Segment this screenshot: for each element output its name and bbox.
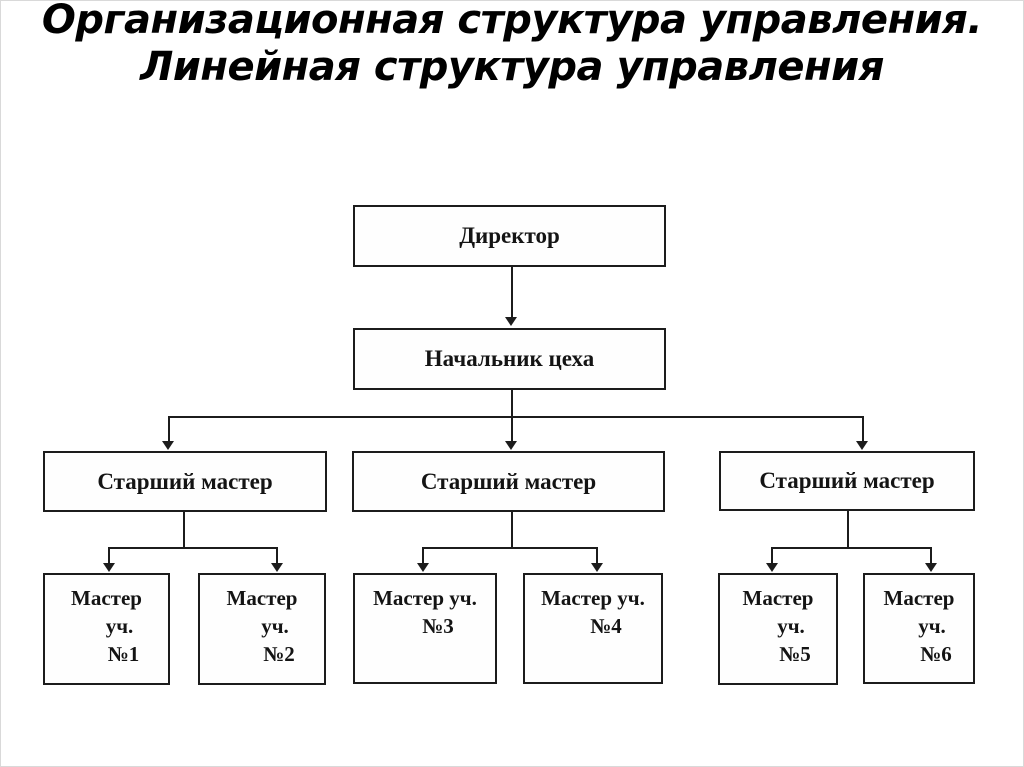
node-master-6: Мастер уч. №6 — [863, 573, 975, 684]
node-master-3-line-1: Мастер уч. — [373, 586, 477, 610]
node-master-1-line-1: Мастер — [71, 586, 142, 610]
node-senior-master-3-label: Старший мастер — [759, 468, 935, 493]
node-senior-master-1: Старший мастер — [43, 451, 327, 512]
edge-to-senior-master-3-line — [862, 416, 864, 441]
node-master-6-line-1: Мастер — [883, 586, 955, 610]
edge-shophead-branch-line — [168, 416, 864, 418]
node-director-label: Директор — [459, 223, 560, 248]
edge-sm3-stem-line — [847, 511, 849, 549]
node-master-1: Мастер уч. №1 — [43, 573, 170, 685]
edge-sm2-branch-line — [422, 547, 598, 549]
node-master-3-line-2: №3 — [422, 614, 454, 638]
node-master-5: Мастер уч. №5 — [718, 573, 838, 685]
edge-to-master-6-arrow-icon — [925, 563, 937, 572]
edge-sm1-stem-line — [183, 511, 185, 549]
node-senior-master-2: Старший мастер — [352, 451, 665, 512]
node-master-5-line-1: Мастер — [742, 586, 814, 610]
node-master-4-line-2: №4 — [590, 614, 622, 638]
edge-to-master-4-line — [596, 547, 598, 564]
node-master-1-line-3: №1 — [107, 642, 140, 666]
node-master-2: Мастер уч. №2 — [198, 573, 326, 685]
edge-to-master-5-arrow-icon — [766, 563, 778, 572]
node-shop-head: Начальник цеха — [353, 328, 666, 390]
edge-to-master-2-line — [276, 547, 278, 564]
node-master-3: Мастер уч. №3 — [353, 573, 497, 684]
edge-sm2-stem-line — [511, 512, 513, 549]
edge-to-senior-master-1-line — [168, 416, 170, 441]
slide-title-line-1: Организационная структура управления. — [41, 0, 983, 43]
edge-to-master-1-line — [108, 547, 110, 564]
node-director: Директор — [353, 205, 666, 267]
node-master-6-line-3: №6 — [920, 642, 952, 666]
node-master-6-line-2: уч. — [918, 614, 946, 638]
node-senior-master-2-label: Старший мастер — [420, 468, 597, 494]
node-master-4: Мастер уч. №4 — [523, 573, 663, 684]
edge-sm1-branch-line — [108, 547, 278, 549]
edge-to-master-5-line — [771, 547, 773, 564]
edge-to-senior-master-2-arrow-icon — [505, 441, 517, 450]
node-shop-head-label: Начальник цеха — [424, 346, 595, 371]
edge-to-master-3-arrow-icon — [417, 563, 429, 572]
edge-to-master-2-arrow-icon — [271, 563, 283, 572]
edge-sm3-branch-line — [771, 547, 932, 549]
edge-to-master-6-line — [930, 547, 932, 564]
edge-director-shophead-line — [511, 267, 513, 318]
edge-to-master-3-line — [422, 547, 424, 564]
node-senior-master-1-label: Старший мастер — [97, 468, 273, 494]
node-master-5-line-2: уч. — [777, 614, 805, 638]
slide-title-line-2: Линейная структура управления — [140, 44, 884, 90]
node-master-2-line-1: Мастер — [226, 586, 298, 610]
node-master-4-line-1: Мастер уч. — [541, 586, 645, 610]
node-master-2-line-2: уч. — [261, 614, 289, 638]
edge-director-shophead-arrow-icon — [505, 317, 517, 326]
edge-shophead-stem-line — [511, 390, 513, 441]
edge-to-senior-master-1-arrow-icon — [162, 441, 174, 450]
edge-to-master-1-arrow-icon — [103, 563, 115, 572]
edge-to-master-4-arrow-icon — [591, 563, 603, 572]
slide-title: Организационная структура управления. Ли… — [0, 0, 1024, 91]
edge-to-senior-master-3-arrow-icon — [856, 441, 868, 450]
node-master-5-line-3: №5 — [779, 642, 811, 666]
node-master-2-line-3: №2 — [263, 642, 295, 666]
node-senior-master-3: Старший мастер — [719, 451, 975, 511]
node-master-1-line-2: уч. — [105, 614, 134, 638]
